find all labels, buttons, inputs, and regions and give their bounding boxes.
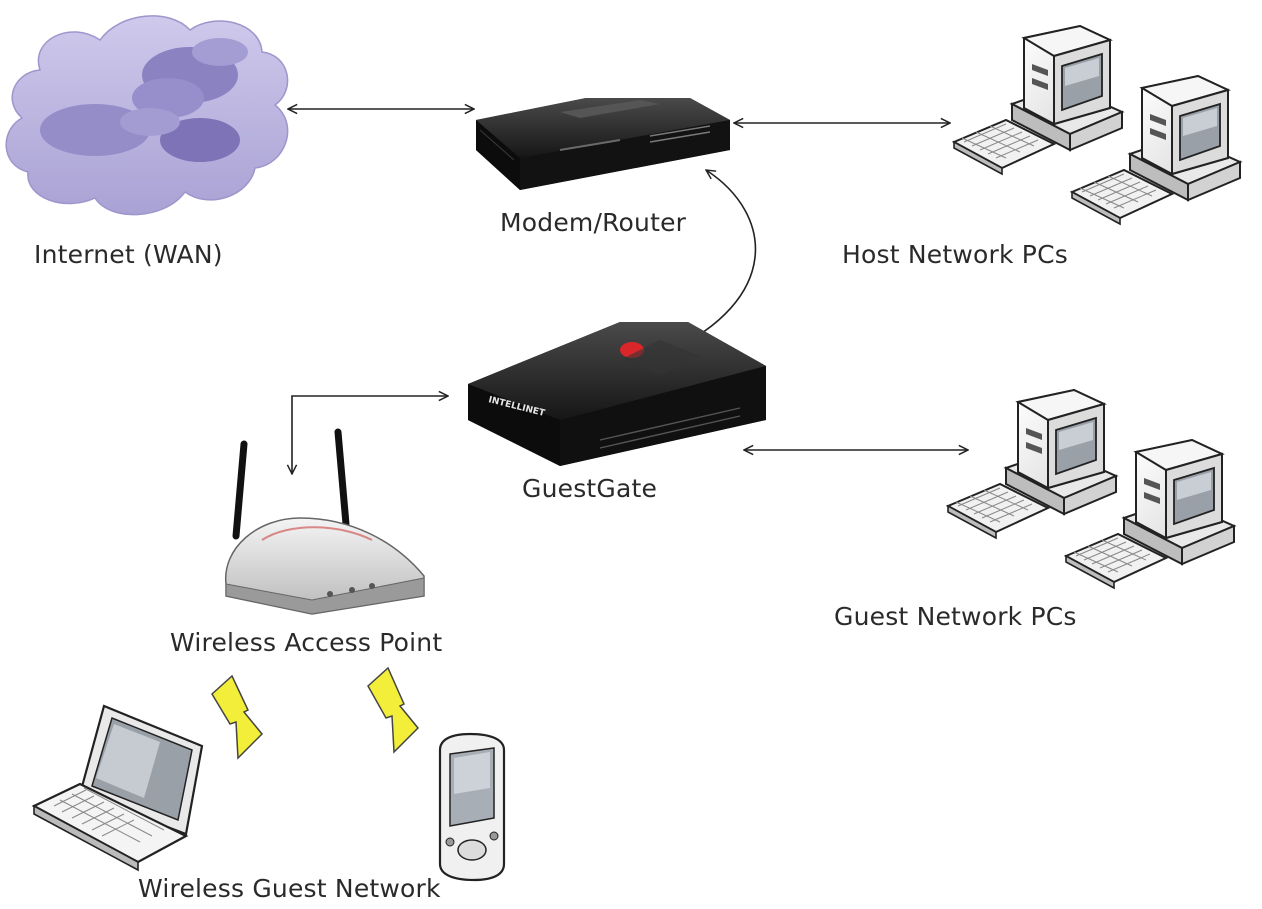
host-pcs-label: Host Network PCs	[842, 240, 1068, 269]
cloud-icon	[5, 15, 289, 216]
host-pc-1	[953, 25, 1123, 175]
router-icon	[476, 98, 730, 190]
lightning-bolt-icon	[211, 666, 420, 760]
wireless-access-point-icon	[225, 428, 425, 615]
arrow-guestgate-wap	[292, 396, 448, 474]
guest-pcs-label: Guest Network PCs	[834, 602, 1077, 631]
pda-icon	[438, 732, 506, 882]
arrow-router-guestgate	[668, 170, 757, 352]
guest-pc-1	[947, 389, 1117, 539]
gateway-icon: INTELLINET	[468, 322, 766, 466]
internet-label: Internet (WAN)	[34, 240, 223, 269]
guestgate-label: GuestGate	[522, 474, 658, 503]
wireless-guest-network-label: Wireless Guest Network	[138, 874, 441, 903]
wap-label: Wireless Access Point	[170, 628, 443, 657]
modem-router-label: Modem/Router	[500, 208, 687, 237]
laptop-icon	[31, 704, 204, 872]
